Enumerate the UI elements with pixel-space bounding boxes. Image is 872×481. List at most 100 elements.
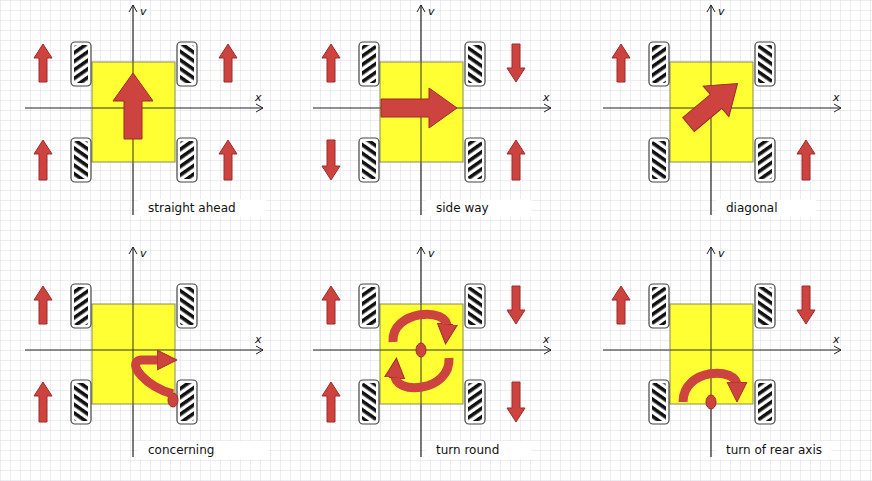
wheel-direction-arrow [34,286,52,324]
axis-arrowhead [707,247,715,254]
mecanum-wheel [649,138,669,182]
mecanum-wheel [755,42,775,86]
wheel-direction-arrow [322,286,340,324]
rotation-arrow [683,373,737,402]
wheel-rollers [468,45,482,83]
axis-arrowhead [544,104,551,112]
axis-label: v [428,6,435,17]
motion-caption: turn of rear axis [716,441,831,459]
motion-caption: straight ahead [138,199,266,217]
wheel-direction-arrow [219,44,237,82]
wheel-rollers [652,45,666,83]
mecanum-wheel [755,284,775,328]
axis-arrowhead [707,5,715,12]
axis-label: x [543,334,550,345]
mecanum-wheel [177,284,197,328]
mecanum-wheel [465,138,485,182]
wheel-direction-arrow [219,140,237,180]
wheel-rollers [758,45,772,83]
x-axis [670,350,753,351]
wheel-rollers [468,287,482,325]
wheel-rollers [74,45,88,83]
wheel-rollers [180,287,194,325]
wheel-direction-arrow [34,44,52,82]
x-axis [25,107,263,108]
mecanum-panel [313,5,551,215]
mecanum-wheel [465,42,485,86]
mecanum-wheel [755,138,775,182]
mecanum-panel [603,247,841,457]
wheel-direction-arrow [507,382,525,422]
pivot-point [416,343,426,357]
motion-caption: turn round [426,441,531,459]
v-axis [710,247,711,457]
axis-arrowhead [256,346,263,354]
rotation-arrow [136,360,173,394]
mecanum-wheel [177,138,197,182]
axis-label: x [255,334,262,345]
axis-label: v [140,6,147,17]
mecanum-wheel [359,42,379,86]
mecanum-wheel [359,380,379,424]
vehicle-body [92,62,175,162]
mecanum-wheel [465,284,485,328]
pivot-point [706,395,716,409]
wheel-direction-arrow [322,382,340,422]
axis-label: v [718,248,725,259]
axis-label: x [833,334,840,345]
rotation-arrow [393,314,447,342]
axis-arrowhead [544,346,551,354]
wheel-rollers [468,383,482,421]
v-axis [711,304,712,404]
axis-label: x [543,92,550,103]
wheel-rollers [180,383,194,421]
axis-arrowhead [417,5,425,12]
wheel-direction-arrow [612,286,630,324]
wheel-rollers [652,287,666,325]
axis-arrowhead [417,247,425,254]
wheel-rollers [468,141,482,179]
wheel-rollers [652,383,666,421]
wheel-rollers [180,141,194,179]
axis-arrowhead [834,346,841,354]
mecanum-wheel [649,42,669,86]
mecanum-wheel [755,380,775,424]
motion-arrow [381,88,457,128]
x-axis [25,349,263,350]
axis-arrowhead [834,104,841,112]
wheel-direction-arrow [797,140,815,180]
axis-label: x [833,92,840,103]
motion-arrow [113,73,153,139]
mecanum-wheel [71,138,91,182]
axis-arrowhead [129,5,137,12]
motion-arrow [676,68,751,140]
wheel-rollers [362,287,376,325]
wheel-rollers [74,287,88,325]
mecanum-panel [603,5,841,215]
v-axis [132,247,133,457]
wheel-rollers [74,141,88,179]
mecanum-wheel [465,380,485,424]
wheel-rollers [180,45,194,83]
wheel-rollers [758,383,772,421]
mecanum-wheel [177,42,197,86]
wheel-rollers [362,45,376,83]
vehicle-body [92,304,175,404]
motion-caption: concerning [138,441,268,459]
wheel-direction-arrow [34,382,52,422]
wheel-direction-arrow [322,44,340,82]
wheel-rollers [758,287,772,325]
wheel-rollers [74,383,88,421]
x-axis [603,349,841,350]
v-axis [133,304,134,404]
motion-caption: diagonal [716,199,816,217]
rotation-arrow [395,358,449,388]
wheel-rollers [362,141,376,179]
mecanum-panel [25,5,263,215]
mecanum-wheel [359,138,379,182]
x-axis [92,350,175,351]
vehicle-body [380,62,463,162]
mecanum-wheel [359,284,379,328]
wheel-direction-arrow [507,140,525,180]
